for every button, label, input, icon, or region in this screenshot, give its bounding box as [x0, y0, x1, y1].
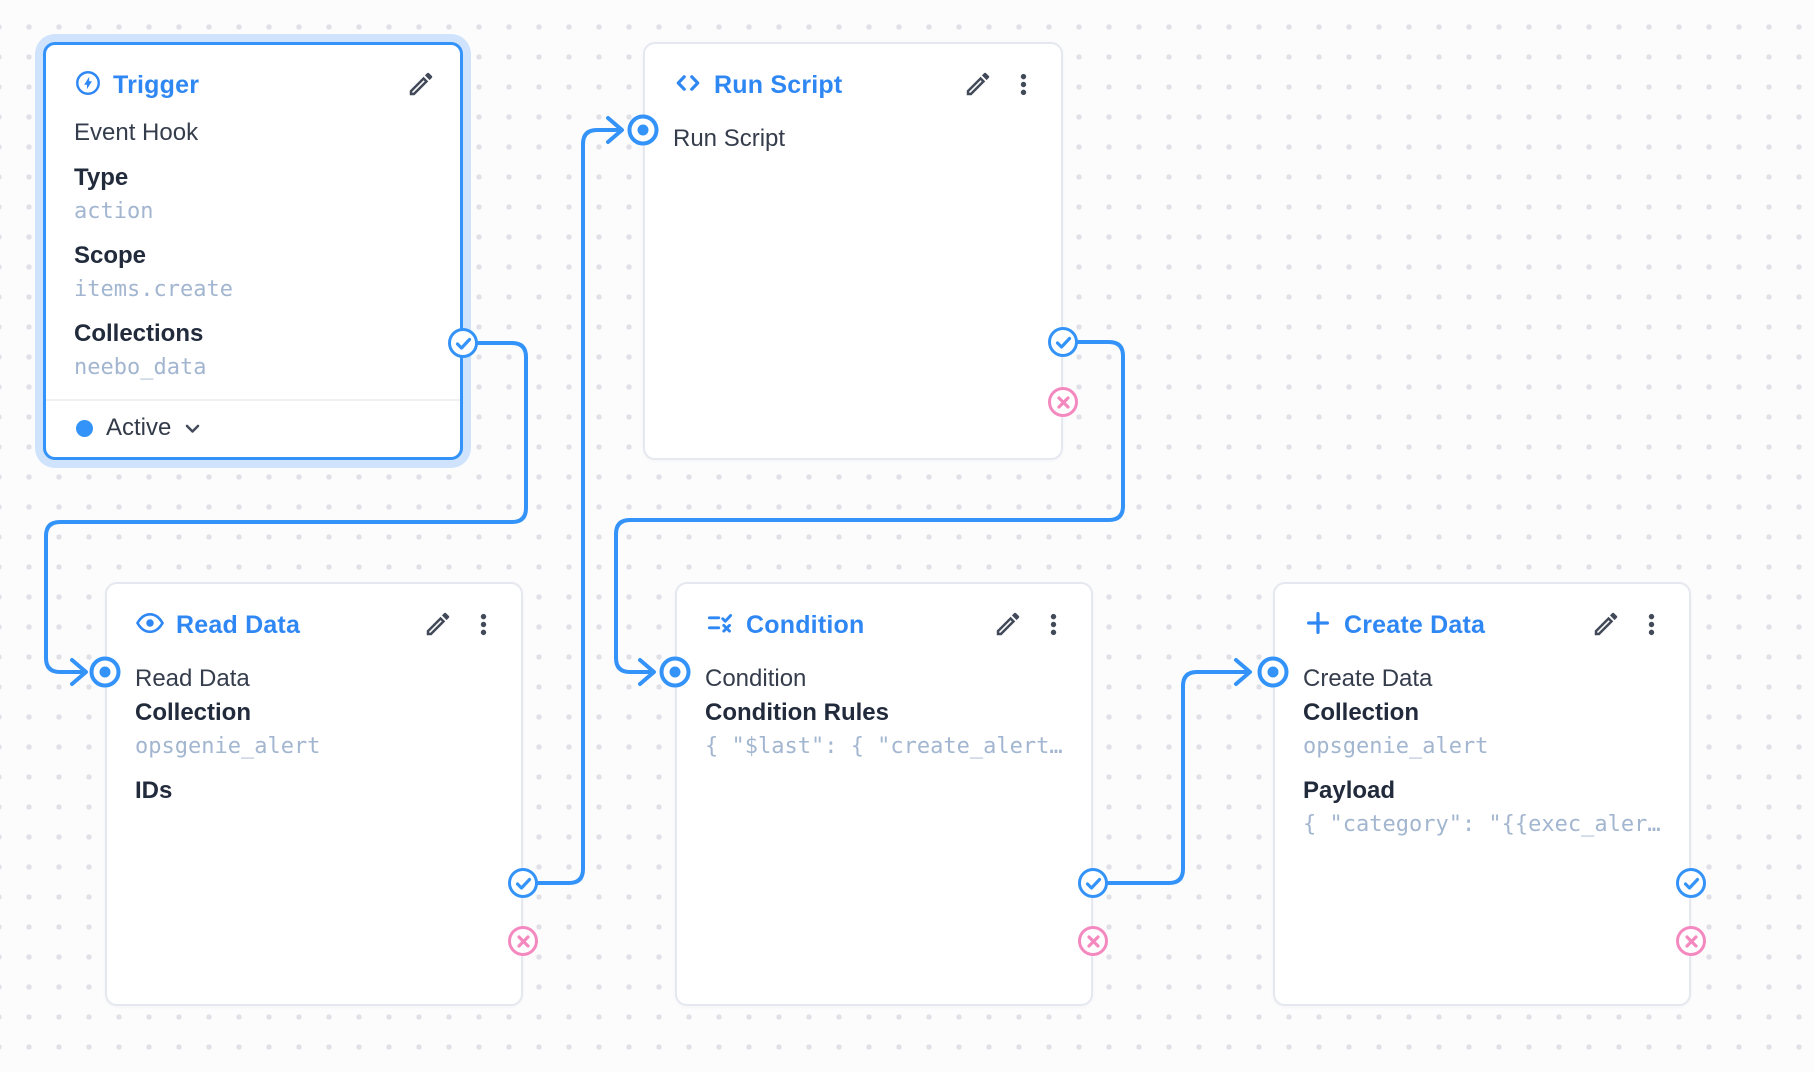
input-port-read-data[interactable]: [89, 656, 121, 688]
trigger-kind: Event Hook: [74, 119, 199, 146]
field-value: { "$last": { "create_alert…: [705, 734, 1063, 759]
check-icon: [455, 337, 471, 350]
status-label: Active: [106, 414, 172, 441]
reject-port-read-data[interactable]: [508, 926, 538, 956]
node-input-label: Run Script: [673, 125, 786, 152]
field-label: Condition Rules: [705, 699, 889, 726]
node-read-data[interactable]: Read Data Read Data Collection opsgenie_…: [105, 582, 523, 1006]
rule-icon: [705, 608, 735, 643]
pencil-icon: [1594, 612, 1618, 636]
check-icon: [1055, 336, 1071, 349]
node-title: Run Script: [714, 71, 843, 99]
wire-arrowhead: [606, 116, 624, 144]
wire-arrowhead: [70, 658, 88, 686]
field-label: Collection: [1303, 699, 1420, 726]
node-trigger[interactable]: Trigger Event Hook Type action Scope ite…: [43, 42, 463, 460]
node-input-label: Read Data: [135, 665, 250, 692]
x-icon: [1056, 395, 1070, 409]
pencil-icon: [426, 612, 450, 636]
eye-icon: [135, 608, 165, 643]
node-run-script[interactable]: Run Script Run Script: [643, 42, 1063, 460]
wire-read-data-to-run-script: [528, 128, 620, 885]
status-dot-icon: [76, 419, 93, 437]
edit-button[interactable]: [423, 609, 453, 642]
resolve-port-read-data[interactable]: [508, 868, 538, 898]
x-icon: [1684, 934, 1698, 948]
field-value: items.create: [74, 277, 233, 302]
edit-button[interactable]: [963, 69, 993, 102]
x-icon: [1086, 934, 1100, 948]
node-input-label: Condition: [705, 665, 807, 692]
field-value: action: [74, 199, 154, 224]
menu-button[interactable]: [1040, 611, 1067, 641]
field-label: Collections: [74, 320, 204, 347]
resolve-port-create-data[interactable]: [1676, 868, 1706, 898]
field-label: Payload: [1303, 777, 1396, 804]
node-title: Trigger: [113, 71, 200, 99]
reject-port-run-script[interactable]: [1048, 387, 1078, 417]
wire-arrowhead: [638, 658, 656, 686]
bolt-icon: [74, 69, 102, 102]
check-icon: [515, 877, 531, 890]
field-value: opsgenie_alert: [1303, 734, 1489, 759]
kebab-icon: [480, 613, 487, 635]
field-value: opsgenie_alert: [135, 734, 321, 759]
node-title: Create Data: [1344, 611, 1486, 639]
reject-port-create-data[interactable]: [1676, 926, 1706, 956]
field-value: neebo_data: [74, 355, 207, 380]
resolve-port-run-script[interactable]: [1048, 327, 1078, 357]
field-label: Scope: [74, 242, 147, 269]
check-icon: [1683, 877, 1699, 890]
check-icon: [1085, 877, 1101, 890]
resolve-port-condition[interactable]: [1078, 868, 1108, 898]
kebab-icon: [1050, 613, 1057, 635]
field-label: Type: [74, 164, 129, 191]
code-icon: [673, 68, 703, 103]
menu-button[interactable]: [470, 611, 497, 641]
input-port-run-script[interactable]: [627, 114, 659, 146]
node-input-label: Create Data: [1303, 665, 1433, 692]
trigger-status-toggle[interactable]: Active: [46, 399, 460, 457]
input-port-create-data[interactable]: [1257, 656, 1289, 688]
edit-button[interactable]: [993, 609, 1023, 642]
chevron-down-icon: [186, 424, 200, 433]
kebab-icon: [1648, 613, 1655, 635]
field-label: IDs: [135, 777, 173, 804]
node-title: Read Data: [176, 611, 301, 639]
menu-button[interactable]: [1638, 611, 1665, 641]
node-condition[interactable]: Condition Condition Condition Rules { "$…: [675, 582, 1093, 1006]
node-title: Condition: [746, 611, 865, 639]
plus-icon: [1303, 608, 1333, 643]
pencil-icon: [996, 612, 1020, 636]
input-port-condition[interactable]: [659, 656, 691, 688]
kebab-icon: [1020, 73, 1027, 95]
wire-condition-to-create-data: [1098, 670, 1248, 885]
node-create-data[interactable]: Create Data Create Data Collection opsge…: [1273, 582, 1691, 1006]
field-value: { "category": "{{exec_aler…: [1303, 812, 1661, 837]
pencil-icon: [409, 72, 433, 96]
x-icon: [516, 934, 530, 948]
pencil-icon: [966, 72, 990, 96]
resolve-port-trigger[interactable]: [448, 328, 478, 358]
menu-button[interactable]: [1010, 71, 1037, 101]
wire-arrowhead: [1234, 658, 1252, 686]
edit-button[interactable]: [1591, 609, 1621, 642]
field-label: Collection: [135, 699, 252, 726]
reject-port-condition[interactable]: [1078, 926, 1108, 956]
edit-button[interactable]: [406, 69, 436, 102]
